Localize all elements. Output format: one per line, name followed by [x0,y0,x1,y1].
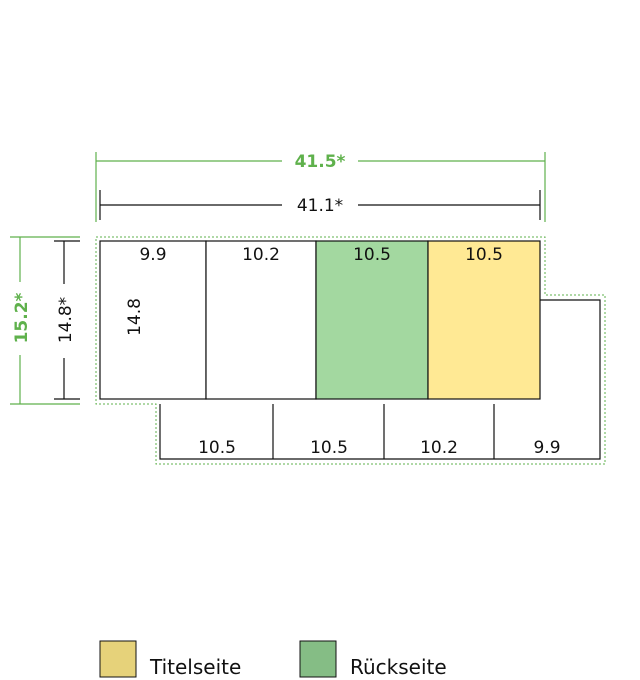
title-panel [427,240,541,400]
panel-height-label: 14.8 [125,298,145,336]
top-panel-1-width: 9.9 [139,245,166,265]
bottom-panel-3-width: 10.2 [420,438,458,458]
inner-width-dimension: 41.1* [99,190,541,220]
outer-width-dimension: 41.5* [95,152,546,222]
inner-height-label: 14.8* [56,297,76,343]
outer-height-dimension: 15.2* [10,236,80,405]
bottom-panel-2-width: 10.5 [310,438,348,458]
top-panel-2-width: 10.2 [242,245,280,265]
flap-outline [159,299,601,460]
bleed-outline [95,236,606,465]
outer-width-label: 41.5* [295,152,346,172]
outer-height-label: 15.2* [12,292,32,343]
legend-back-label: Rückseite [350,655,447,679]
top-panel-row: 9.9 10.2 10.5 10.5 14.8 [99,240,541,400]
top-panel-2 [205,240,317,400]
back-panel [315,240,429,400]
title-panel-width: 10.5 [465,245,503,265]
inner-width-label: 41.1* [297,196,343,216]
back-panel-width: 10.5 [353,245,391,265]
legend: Titelseite Rückseite [99,640,447,679]
top-panel-1 [99,240,207,400]
bottom-panel-row: 10.5 10.5 10.2 9.9 [159,299,601,460]
legend-back-swatch [299,640,337,678]
bottom-panel-1-width: 10.5 [198,438,236,458]
bottom-panel-4-width: 9.9 [533,438,560,458]
inner-height-dimension: 14.8* [54,240,80,400]
legend-title-swatch [99,640,137,678]
legend-title-label: Titelseite [149,655,241,679]
